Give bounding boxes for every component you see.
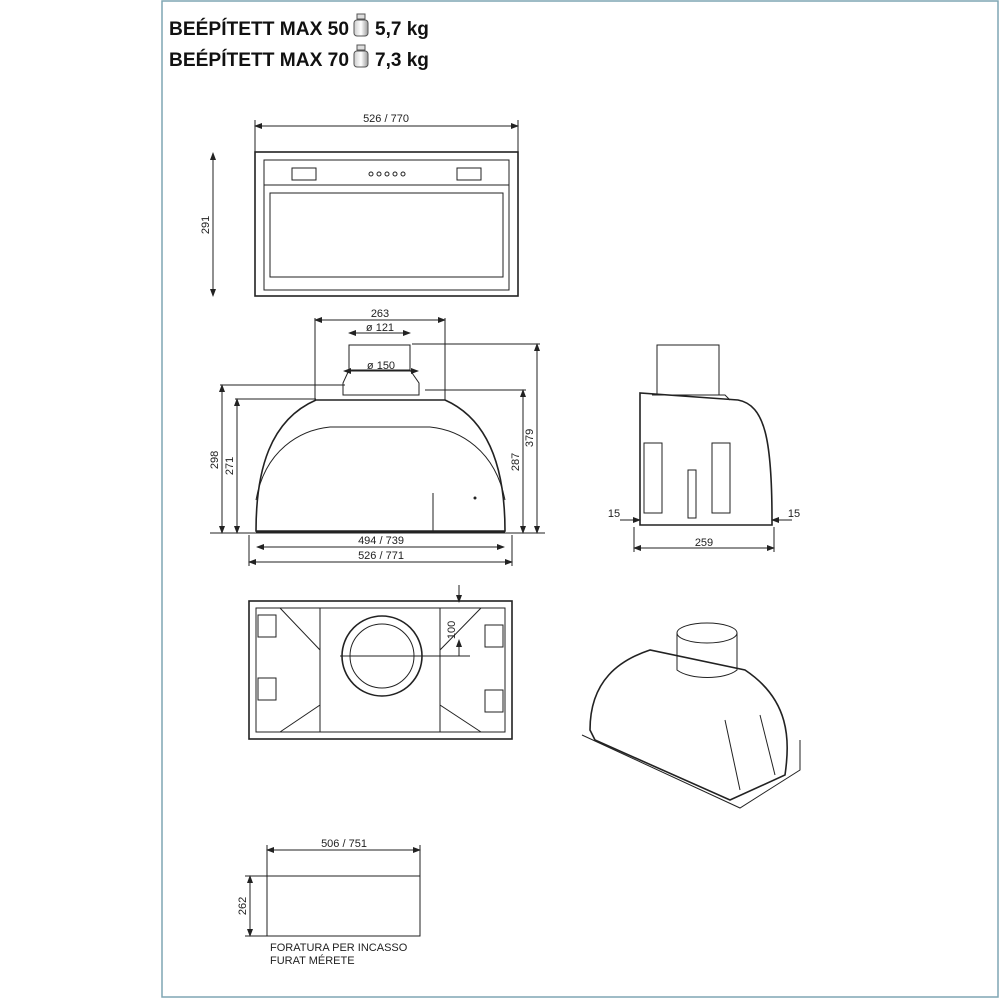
cutout-label-hu: FURAT MÉRETE	[270, 954, 355, 967]
title-line-2: BEÉPÍTETT MAX 70 7,3 kg	[169, 44, 429, 71]
cutout-label: FORATURA PER INCASSO	[270, 942, 408, 954]
dim-100: 100	[446, 621, 458, 639]
control-buttons	[368, 171, 406, 177]
model-name: BEÉPÍTETT MAX 70	[169, 49, 349, 71]
dim-271: 271	[224, 457, 236, 475]
model-name: BEÉPÍTETT MAX 50	[169, 18, 349, 40]
weight-value: 7,3 kg	[375, 50, 429, 71]
dim-duct-150: ø 150	[367, 360, 395, 372]
profile-view: 15 15 259	[608, 344, 800, 552]
dim-262: 262	[237, 897, 249, 915]
front-view: 526 / 770 291	[200, 113, 519, 297]
isometric-view	[581, 622, 801, 809]
dim-494-739: 494 / 739	[358, 535, 404, 547]
weight-icon	[353, 44, 369, 68]
weight-value: 5,7 kg	[375, 19, 429, 40]
bottom-view: 100	[248, 585, 513, 740]
dim-526-771: 526 / 771	[358, 550, 404, 562]
dim-287: 287	[510, 453, 522, 471]
dim-263: 263	[371, 308, 389, 320]
dim-298: 298	[209, 451, 221, 469]
dim-duct-121: ø 121	[366, 322, 394, 334]
weight-icon	[353, 13, 369, 37]
page-frame	[161, 0, 999, 998]
side-view: 263 ø 121 ø 150 298 271 287 379 494 / 73…	[209, 308, 545, 566]
dim-259: 259	[695, 537, 713, 549]
dim-379: 379	[524, 429, 536, 447]
dim-height: 291	[200, 216, 212, 234]
dim-15-right: 15	[788, 508, 800, 520]
cutout-view: 506 / 751 262 FORATURA PER INCASSO FURAT…	[237, 838, 421, 967]
dim-506-751: 506 / 751	[321, 838, 367, 850]
title-line-1: BEÉPÍTETT MAX 50 5,7 kg	[169, 13, 429, 40]
dim-15-left: 15	[608, 508, 620, 520]
dim-width: 526 / 770	[363, 113, 409, 125]
